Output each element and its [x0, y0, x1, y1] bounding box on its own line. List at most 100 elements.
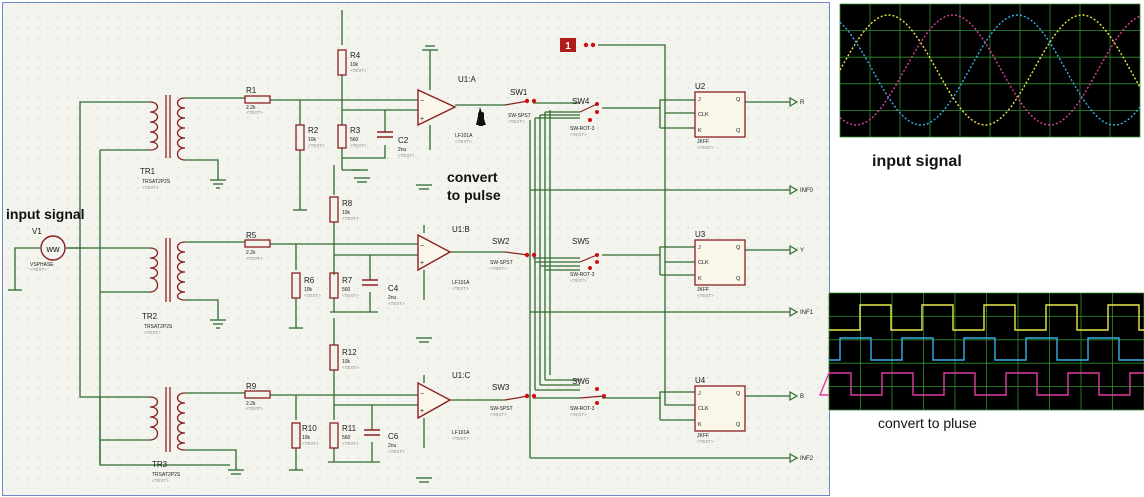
c2-value: 2nu — [398, 147, 407, 153]
placeholder: <TEXT> — [30, 267, 47, 272]
u1c-part: LF101A — [452, 430, 470, 436]
pulse-trace — [829, 304, 1144, 331]
placeholder: <TEXT> — [455, 139, 472, 144]
sw6-ref: SW6 — [572, 377, 590, 386]
svg-text:+: + — [420, 408, 424, 415]
u1b-part: LF101A — [452, 280, 470, 286]
svg-text:+: + — [420, 116, 424, 123]
placeholder: <TEXT> — [246, 256, 263, 261]
transformer-tr3 — [149, 387, 186, 452]
placeholder: <TEXT> — [246, 110, 263, 115]
u1a-ref: U1:A — [458, 75, 476, 84]
placeholder: <TEXT> — [388, 301, 405, 306]
pin-q: Q — [736, 391, 741, 397]
u3-part: JKFF — [697, 287, 709, 293]
pin-q: Q — [736, 245, 741, 251]
placeholder: <TEXT> — [342, 216, 359, 221]
r11-value: 560 — [342, 435, 351, 441]
mouse-cursor-icon — [476, 107, 486, 126]
output-inf0: INF0 — [800, 188, 814, 194]
rotary-switches — [579, 103, 605, 399]
r1-value: 2.2k — [246, 105, 256, 111]
sw6-part: SW-ROT-3 — [570, 406, 595, 412]
u2-ref: U2 — [695, 82, 706, 91]
r8-value: 10k — [342, 210, 351, 216]
tr1-ref: TR1 — [140, 167, 156, 176]
u4-ref: U4 — [695, 376, 706, 385]
pin-j: J — [698, 391, 701, 397]
r8-ref: R8 — [342, 199, 353, 208]
r7-ref: R7 — [342, 276, 353, 285]
placeholder: <TEXT> — [308, 143, 325, 148]
placeholder: <TEXT> — [398, 153, 415, 158]
transformer-tr2 — [149, 238, 186, 302]
spst-switches — [504, 100, 529, 401]
logic-state-source: 1 — [560, 38, 576, 52]
r9-value: 2.2k — [246, 401, 256, 407]
u1b-ref: U1:B — [452, 225, 470, 234]
output-r: R — [800, 100, 805, 106]
wires — [8, 10, 790, 471]
r12-value: 10k — [342, 359, 351, 365]
placeholder: <TEXT> — [246, 406, 263, 411]
sw5-part: SW-ROT-3 — [570, 272, 595, 278]
placeholder: <TEXT> — [452, 286, 469, 291]
r6-ref: R6 — [304, 276, 315, 285]
pin-qbar: Q — [736, 276, 741, 282]
svg-text:+: + — [420, 260, 424, 267]
placeholder: <TEXT> — [342, 441, 359, 446]
placeholder: <TEXT> — [304, 293, 321, 298]
horizontal-resistors — [244, 95, 271, 399]
u3-ref: U3 — [695, 230, 706, 239]
placeholder: <TEXT> — [142, 185, 159, 190]
c2-ref: C2 — [398, 136, 409, 145]
caption-convert-to-pulse: convert to pluse — [878, 415, 977, 431]
pulse-trace — [818, 372, 1144, 396]
placeholder: <TEXT> — [342, 365, 359, 370]
scope-pulse-waves — [818, 292, 1144, 411]
placeholder: <TEXT> — [490, 412, 507, 417]
jk-pin-labels: J CLK K Q Q J CLK K Q Q J CLK K Q Q — [698, 97, 741, 428]
tr2-part: TRSAT2P2S — [144, 324, 173, 330]
caption-input-signal: input signal — [872, 153, 962, 170]
output-y: Y — [800, 248, 804, 254]
placeholder: <TEXT> — [570, 278, 587, 283]
pin-clk: CLK — [698, 406, 709, 412]
opamp-pin-signs: −+ −+ −+ — [420, 98, 424, 415]
c6-value: 2nu — [388, 443, 397, 449]
tr3-part: TRSAT2P2S — [152, 472, 181, 478]
u1c-ref: U1:C — [452, 371, 470, 380]
tr1-part: TRSAT2P2S — [142, 179, 171, 185]
placeholder: <TEXT> — [144, 330, 161, 335]
opamps — [417, 88, 457, 420]
placeholder: <TEXT> — [388, 449, 405, 454]
r2-value: 10k — [308, 137, 317, 143]
annotation-convert-line2: to pulse — [447, 187, 501, 203]
sw2-ref: SW2 — [492, 237, 510, 246]
r4-value: 10k — [350, 62, 359, 68]
placeholder: <TEXT> — [570, 132, 587, 137]
placeholder: <TEXT> — [697, 439, 714, 444]
placeholder: <TEXT> — [350, 143, 367, 148]
pin-qbar: Q — [736, 422, 741, 428]
v1-part: VSPHASE — [30, 262, 54, 268]
u4-part: JKFF — [697, 433, 709, 439]
output-b: B — [800, 394, 804, 400]
placeholder: <TEXT> — [350, 68, 367, 73]
sw1-ref: SW1 — [510, 88, 528, 97]
sw4-part: SW-ROT-3 — [570, 126, 595, 132]
r6-value: 10k — [304, 287, 313, 293]
source-symbol: ww — [46, 244, 60, 254]
sw3-part: SW-SPST — [490, 406, 513, 412]
sw4-ref: SW4 — [572, 97, 590, 106]
pin-j: J — [698, 245, 701, 251]
tr2-ref: TR2 — [142, 312, 158, 321]
r12-ref: R12 — [342, 348, 357, 357]
pin-j: J — [698, 97, 701, 103]
sine-trace — [839, 14, 1141, 126]
r10-ref: R10 — [302, 424, 317, 433]
placeholder: <TEXT> — [508, 119, 525, 124]
sw2-part: SW-SPST — [490, 260, 513, 266]
placeholder: <TEXT> — [342, 293, 359, 298]
component-labels: TR1 TRSAT2P2S TR2 TRSAT2P2S TR3 TRSAT2P2… — [30, 51, 709, 478]
